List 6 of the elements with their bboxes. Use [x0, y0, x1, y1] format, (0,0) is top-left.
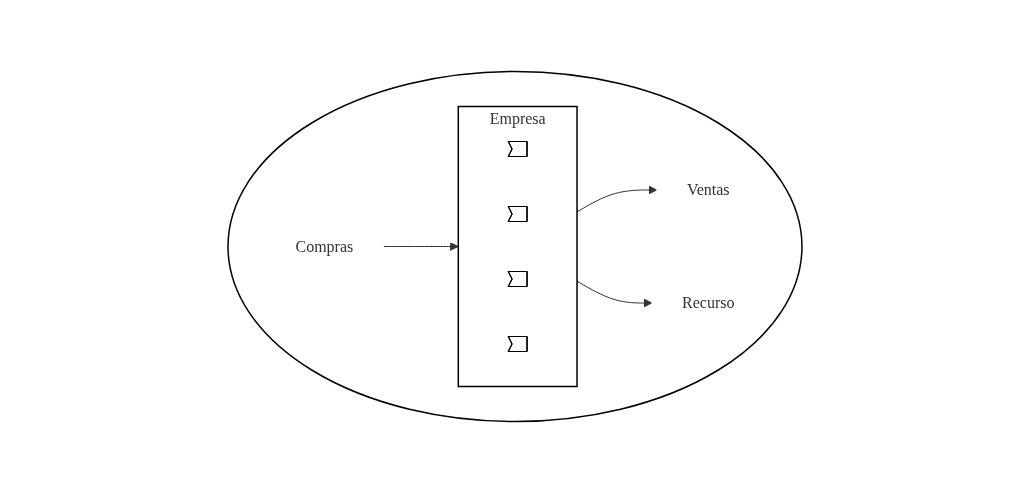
node-text: Compras — [295, 237, 353, 255]
arrow — [576, 185, 657, 213]
node-text: Ventas — [686, 181, 730, 198]
cluster: Empresa — [457, 105, 578, 388]
arrow — [576, 280, 652, 308]
node-text: Recurso — [681, 294, 734, 311]
